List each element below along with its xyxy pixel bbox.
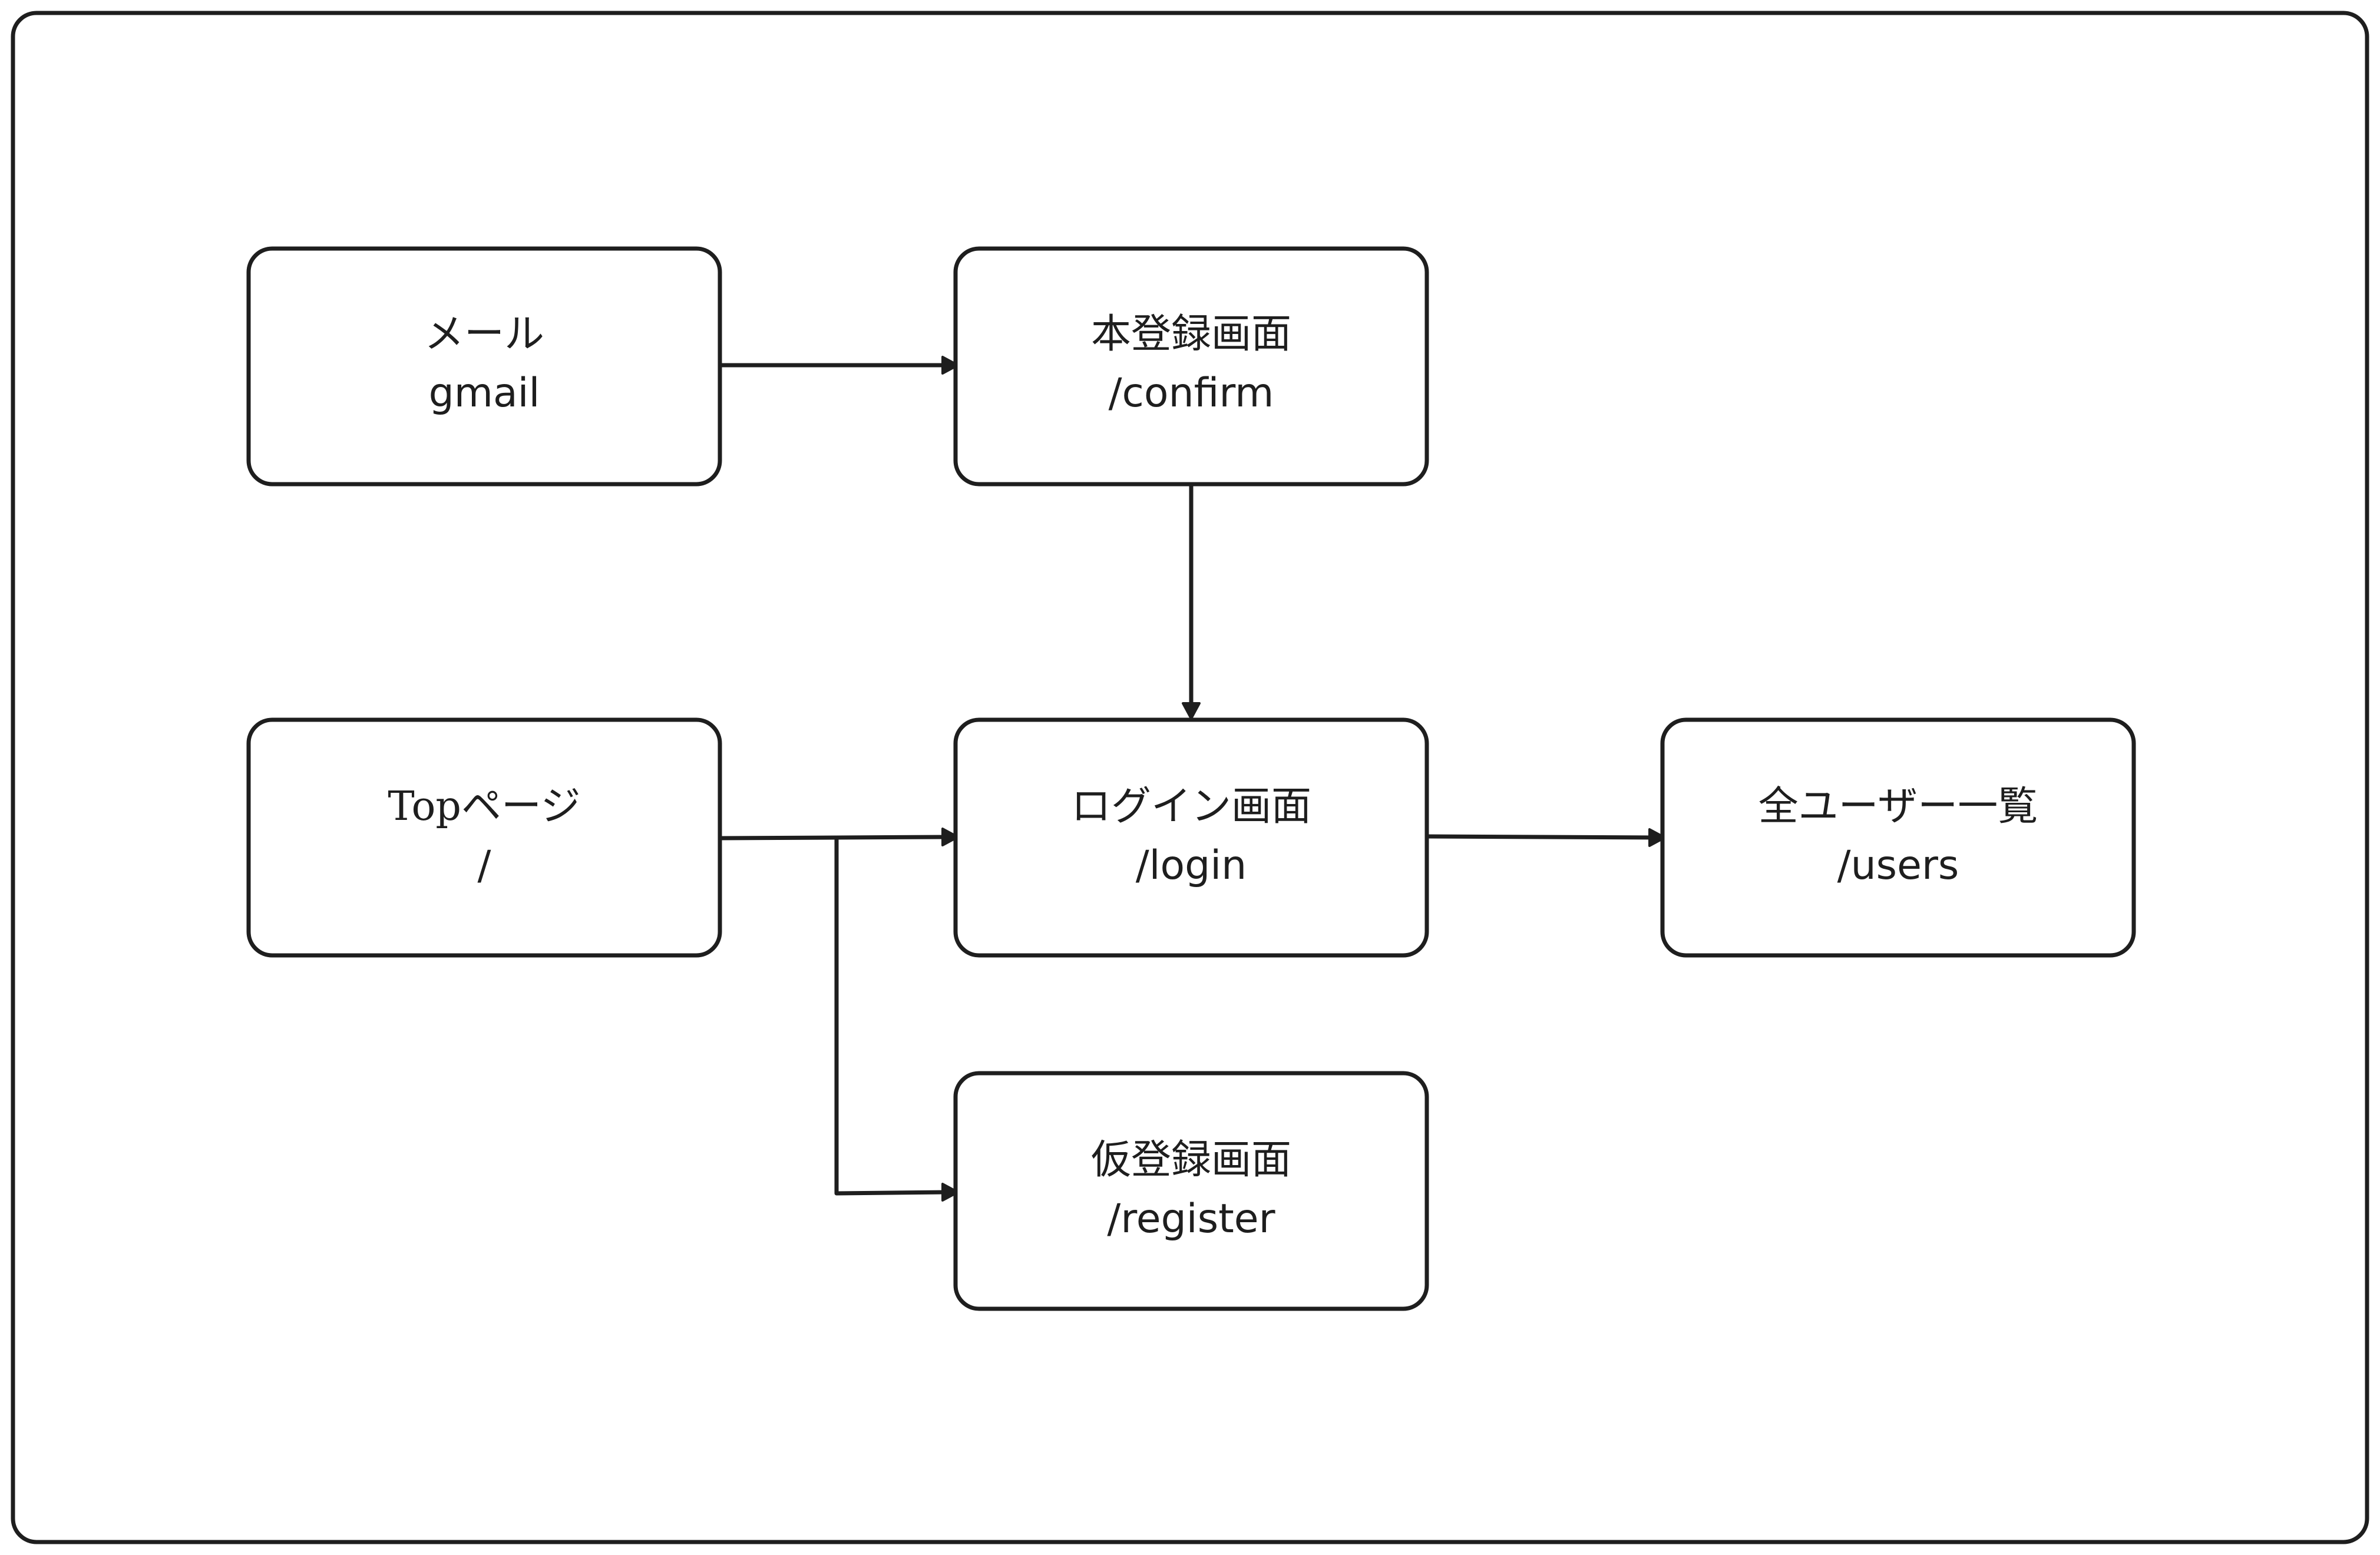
node-title: 仮登録画面 [1091,1137,1291,1183]
node-path: /confirm [1109,370,1274,416]
node-box [953,246,1429,487]
node-title: 全ユーザー一覧 [1758,783,2038,830]
edge-login-to-users [1424,834,1657,840]
arrowhead [1182,702,1201,720]
node-title: ログイン画面 [1071,783,1311,830]
node-path: / [478,842,491,889]
node-confirm[interactable]: 本登録画面 /confirm [953,246,1429,487]
node-path: /register [1107,1196,1275,1242]
edge-top-to-login [718,835,950,841]
node-top[interactable]: Topページ / [246,717,722,958]
node-box [953,1071,1429,1311]
node-mail[interactable]: メール gmail [246,246,722,487]
node-title: Topページ [388,783,580,830]
node-path: /users [1837,842,1959,889]
edges [718,356,1666,1202]
node-box [246,246,722,487]
node-login[interactable]: ログイン画面 /login [953,717,1429,958]
node-path: /login [1136,842,1247,889]
arrowhead [1648,828,1666,847]
arrowhead [941,356,959,375]
node-box [953,717,1429,958]
edge-top-to-register [834,836,950,1196]
arrowhead [941,1183,959,1202]
node-title: 本登録画面 [1091,311,1291,358]
arrowhead [941,828,959,846]
node-title: メール [424,311,544,358]
node-box [1660,717,2136,958]
node-users[interactable]: 全ユーザー一覧 /users [1660,717,2136,958]
node-box [246,717,722,958]
node-register[interactable]: 仮登録画面 /register [953,1071,1429,1311]
node-path: gmail [429,370,540,416]
